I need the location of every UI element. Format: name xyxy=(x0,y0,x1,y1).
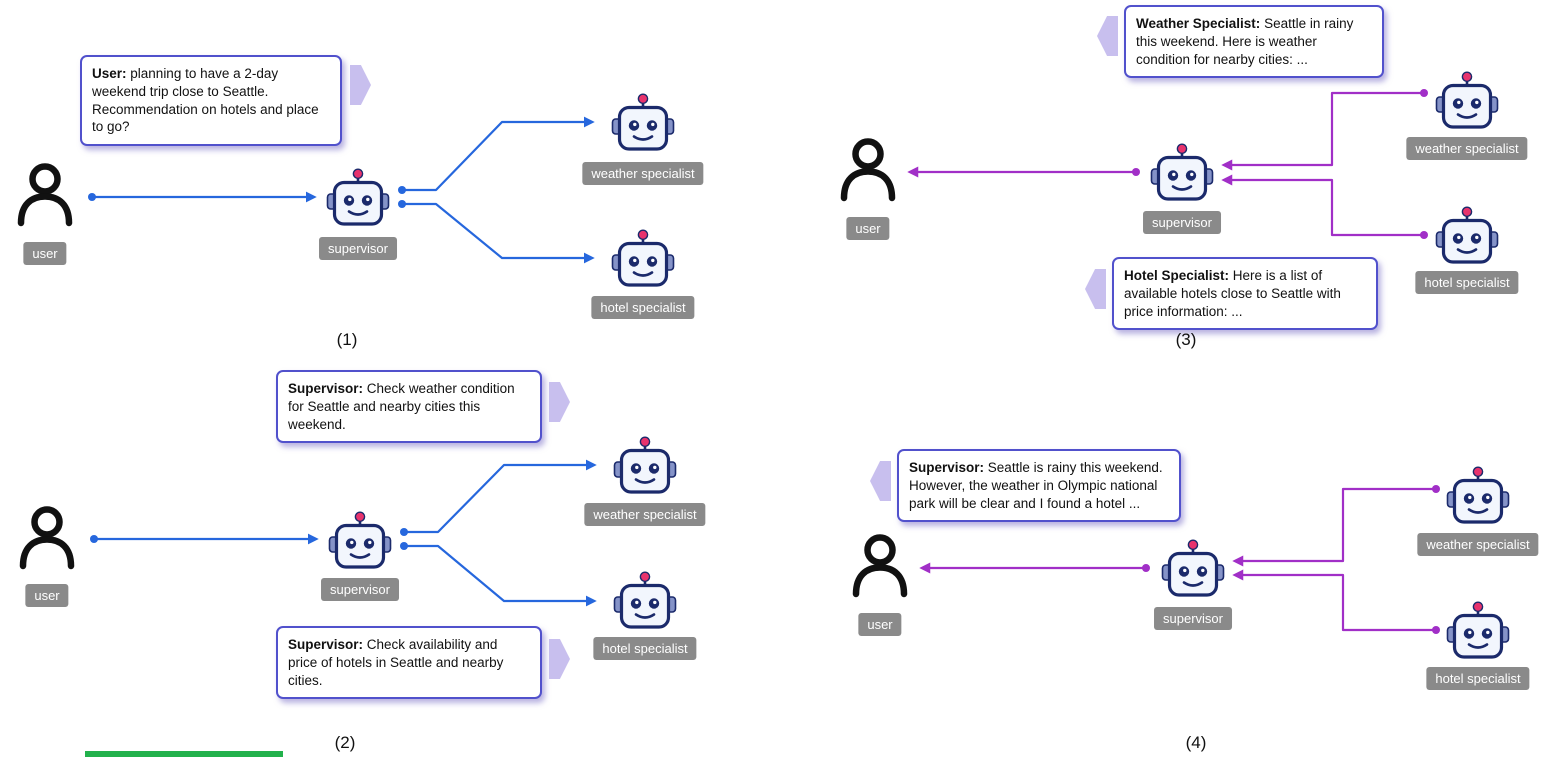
hotel-specialist-label: hotel specialist xyxy=(1426,667,1530,690)
supervisor-robot-icon xyxy=(328,510,392,570)
speech-bubble: Hotel Specialist: Here is a list of avai… xyxy=(1112,257,1378,331)
user-icon xyxy=(850,534,910,598)
hotel-specialist-robot-icon xyxy=(1435,205,1499,265)
arrow-hotel-to-supervisor-p3 xyxy=(1221,174,1424,237)
speech-bubble: Weather Specialist: Seattle in rainy thi… xyxy=(1124,5,1384,79)
bubble-text: Here is a list of available hotels close… xyxy=(1124,268,1341,319)
speech-bubble: User: planning to have a 2-day weekend t… xyxy=(80,55,342,147)
weather-specialist-robot-icon xyxy=(613,435,677,495)
hotel-specialist-robot-icon xyxy=(611,228,675,288)
speech-bubble: Supervisor: Check availability and price… xyxy=(276,626,542,700)
bubble-text: Seattle is rainy this weekend. However, … xyxy=(909,460,1163,511)
bubble-speaker: Supervisor: xyxy=(288,637,364,652)
bubble-pointer-icon xyxy=(1085,269,1106,309)
user-label: user xyxy=(23,242,67,265)
supervisor-robot-icon xyxy=(1161,538,1225,598)
user-label: user xyxy=(858,613,902,636)
weather-specialist-label: weather specialist xyxy=(584,503,706,526)
supervisor-label: supervisor xyxy=(1154,607,1232,630)
bubble-speaker: User: xyxy=(92,66,127,81)
supervisor-robot-icon xyxy=(1150,142,1214,202)
weather-specialist-robot-icon xyxy=(611,92,675,152)
bubble-speaker: Hotel Specialist: xyxy=(1124,268,1230,283)
bubble-pointer-icon xyxy=(350,65,371,105)
bubble-pointer-icon xyxy=(549,382,570,422)
bubble-text: planning to have a 2-day weekend trip cl… xyxy=(92,66,319,135)
user-icon xyxy=(838,138,898,202)
hotel-specialist-robot-icon xyxy=(613,570,677,630)
supervisor-label: supervisor xyxy=(1143,211,1221,234)
arrow-supervisor-to-hotel-p2 xyxy=(404,544,597,607)
weather-specialist-label: weather specialist xyxy=(1417,533,1539,556)
arrow-supervisor-to-weather-p1 xyxy=(402,116,595,192)
panel-caption: (4) xyxy=(1185,733,1207,752)
supervisor-label: supervisor xyxy=(321,578,399,601)
arrow-hotel-to-supervisor-p4 xyxy=(1232,569,1436,632)
arrow-weather-to-supervisor-p3 xyxy=(1221,91,1424,171)
panel-caption: (1) xyxy=(336,330,358,349)
weather-specialist-label: weather specialist xyxy=(582,162,704,185)
user-label: user xyxy=(25,584,69,607)
bubble-text: Check weather condition for Seattle and … xyxy=(288,381,515,432)
supervisor-label: supervisor xyxy=(319,237,397,260)
bubble-speaker: Supervisor: xyxy=(288,381,364,396)
bubble-text: Check availability and price of hotels i… xyxy=(288,637,504,688)
hotel-specialist-label: hotel specialist xyxy=(593,637,697,660)
green-accent-bar xyxy=(85,751,283,757)
arrow-weather-to-supervisor-p4 xyxy=(1232,487,1436,567)
user-icon xyxy=(17,506,77,570)
panel-caption: (2) xyxy=(334,733,356,752)
weather-specialist-robot-icon xyxy=(1435,70,1499,130)
bubble-speaker: Supervisor: xyxy=(909,460,985,475)
bubble-speaker: Weather Specialist: xyxy=(1136,16,1261,31)
speech-bubble: Supervisor: Seattle is rainy this weeken… xyxy=(897,449,1181,523)
bubble-text: Seattle in rainy this weekend. Here is w… xyxy=(1136,16,1354,67)
weather-specialist-robot-icon xyxy=(1446,465,1510,525)
hotel-specialist-label: hotel specialist xyxy=(1415,271,1519,294)
supervisor-robot-icon xyxy=(326,167,390,227)
bubble-pointer-icon xyxy=(1097,16,1118,56)
user-icon xyxy=(15,163,75,227)
user-label: user xyxy=(846,217,890,240)
panel-caption: (3) xyxy=(1175,330,1197,349)
hotel-specialist-robot-icon xyxy=(1446,600,1510,660)
bubble-pointer-icon xyxy=(870,461,891,501)
speech-bubble: Supervisor: Check weather condition for … xyxy=(276,370,542,444)
arrow-supervisor-to-hotel-p1 xyxy=(402,202,595,264)
weather-specialist-label: weather specialist xyxy=(1406,137,1528,160)
bubble-pointer-icon xyxy=(549,639,570,679)
arrow-supervisor-to-weather-p2 xyxy=(404,459,597,534)
hotel-specialist-label: hotel specialist xyxy=(591,296,695,319)
